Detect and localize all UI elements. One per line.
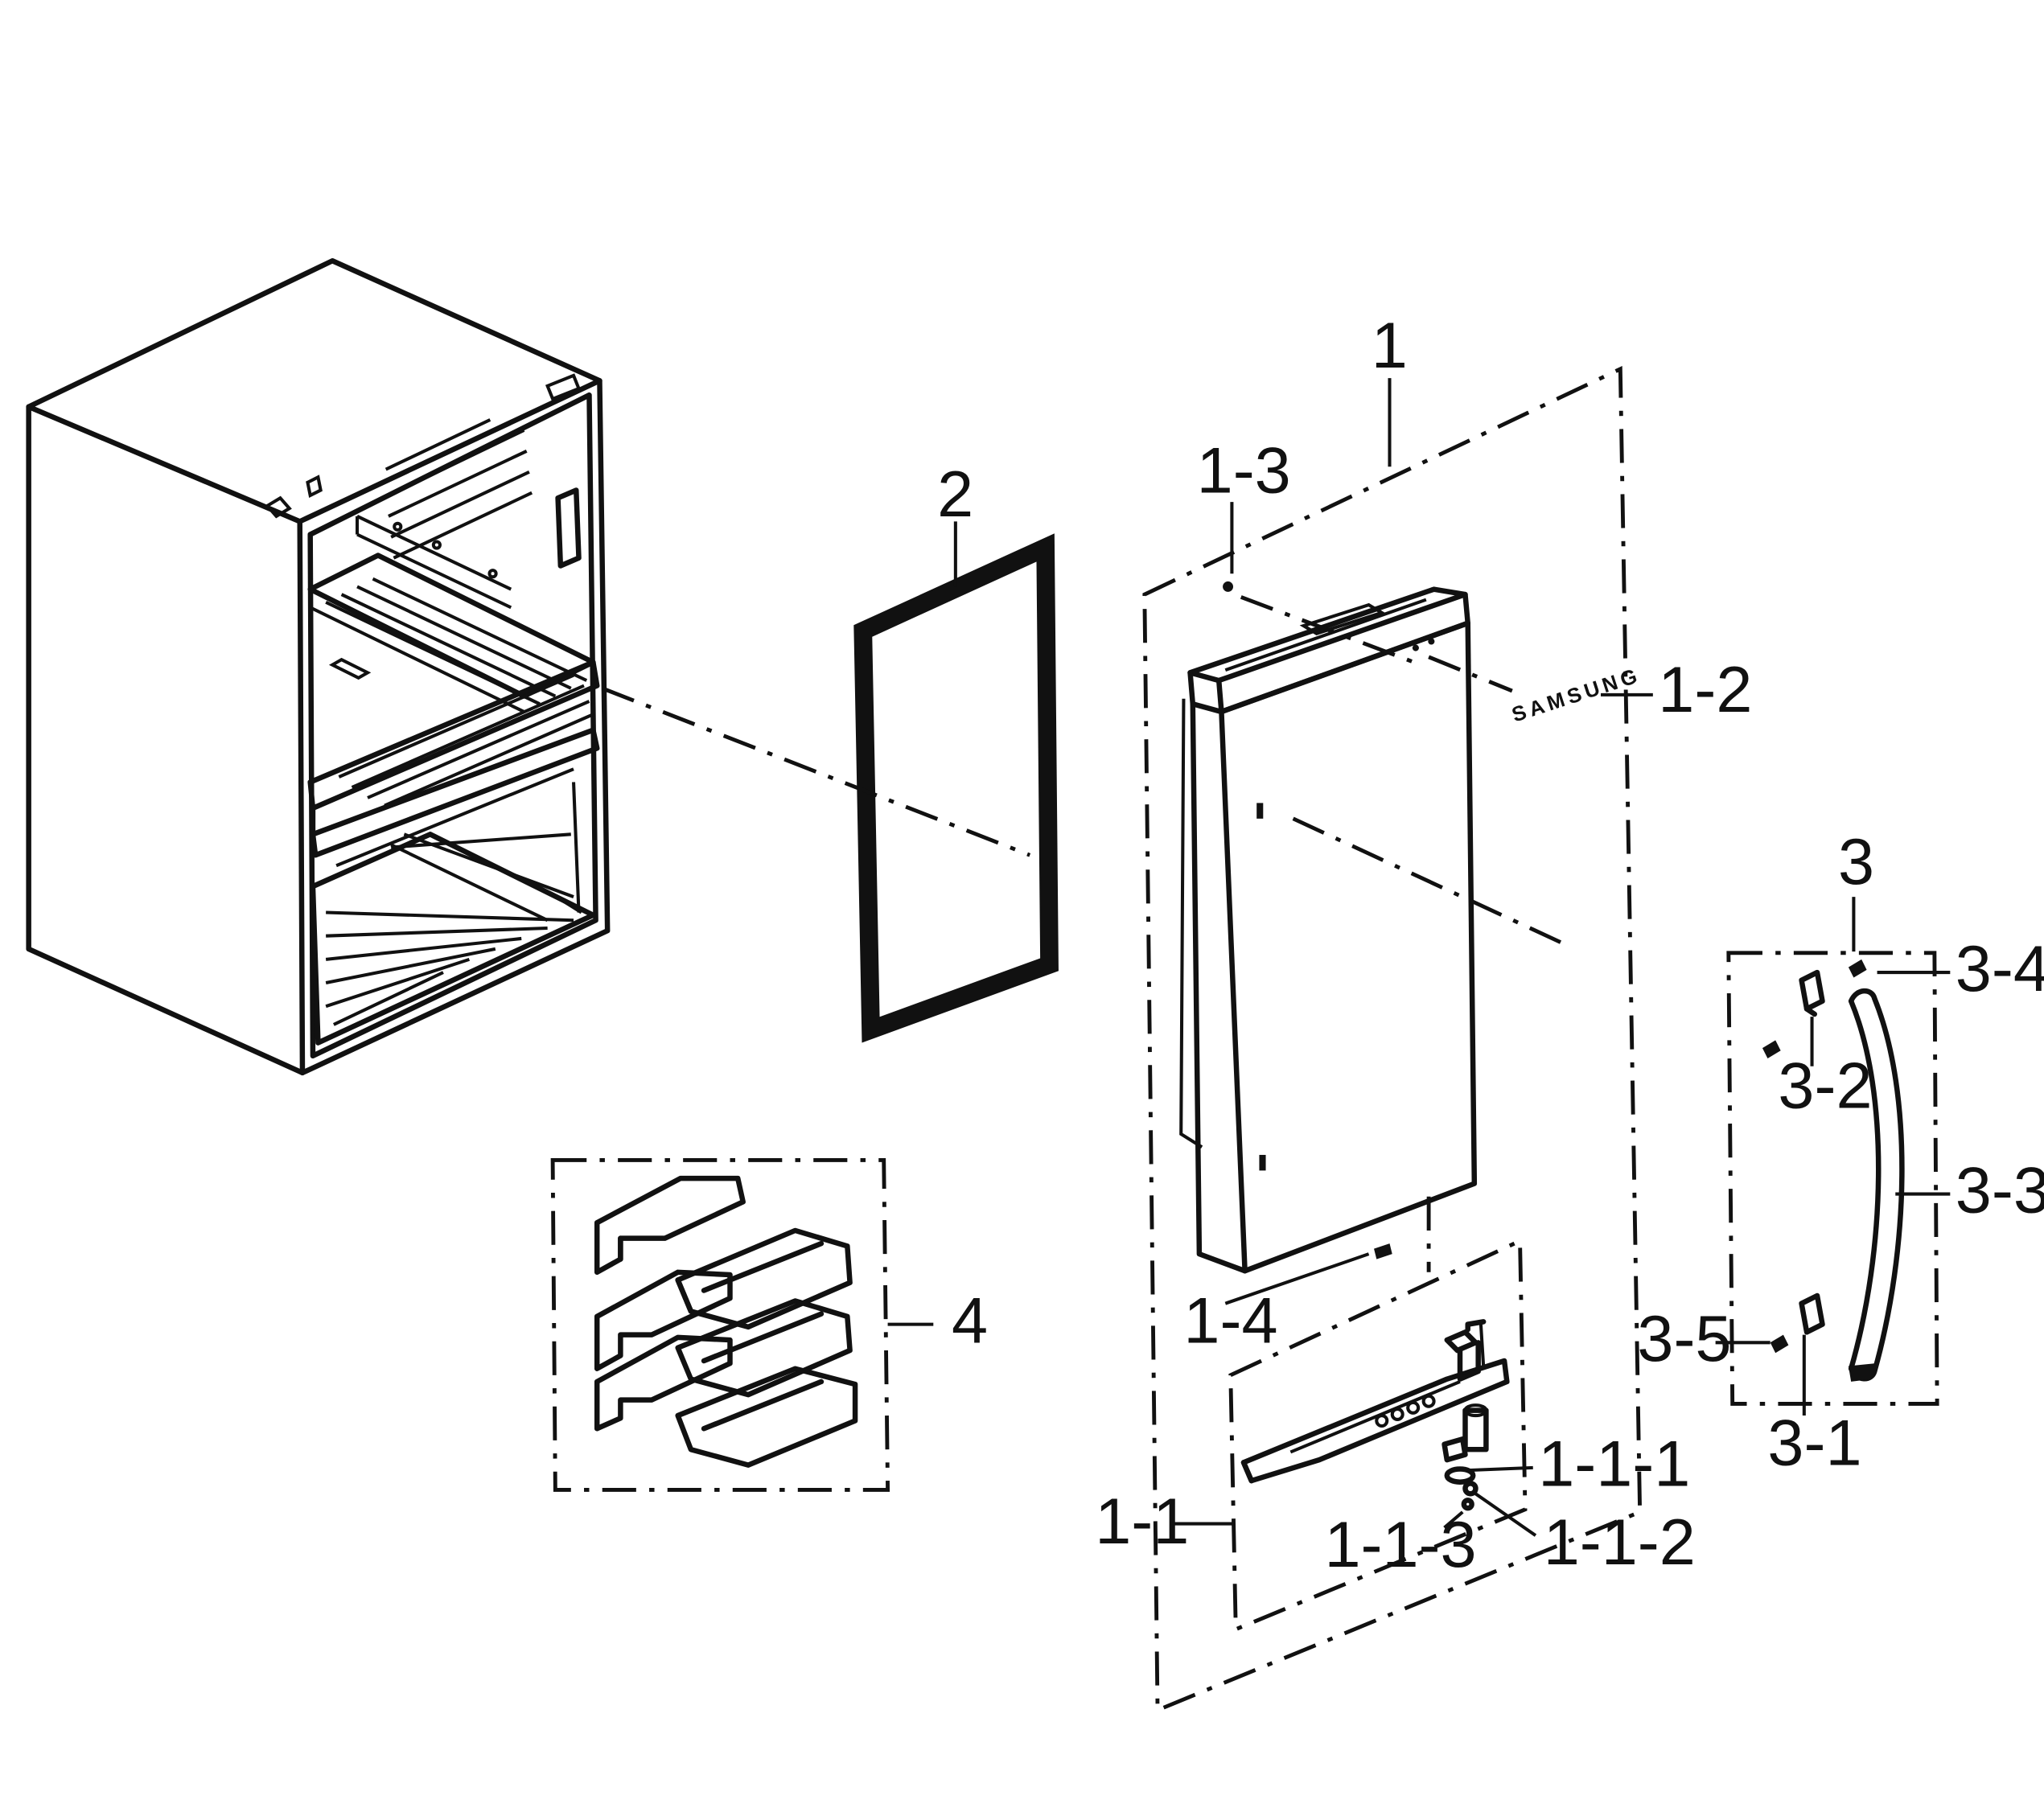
callout-1-2: 1-2 [1658, 654, 1752, 726]
callout-1-1: 1-1 [1095, 1485, 1189, 1558]
refrigerator-cabinet [26, 258, 611, 1076]
callout-3-5: 3-5 [1637, 1303, 1731, 1375]
callout-1: 1 [1372, 310, 1408, 382]
callout-1-4: 1-4 [1183, 1284, 1277, 1357]
door-gasket-part [853, 533, 1059, 1043]
callout-3-2: 3-2 [1778, 1050, 1872, 1123]
callout-1-1-3: 1-1-3 [1324, 1509, 1476, 1581]
callout-3-4: 3-4 [1956, 933, 2044, 1005]
callout-labels: 1 1-3 1-2 2 3 3-4 3-2 3-3 3-5 3-1 4 1-4 … [937, 310, 2044, 1581]
callout-1-1-2: 1-1-2 [1544, 1506, 1696, 1579]
callout-3-3: 3-3 [1956, 1154, 2044, 1227]
callout-leaders [887, 378, 1951, 1537]
lower-hinge-assembly-part [1240, 1319, 1510, 1511]
door-handle-part [1762, 959, 1905, 1382]
callout-3-1: 3-1 [1767, 1407, 1861, 1480]
door-bins-part [594, 1175, 858, 1468]
callout-1-3: 1-3 [1197, 435, 1291, 507]
callout-2: 2 [937, 458, 973, 531]
assembly-outlines [550, 365, 1939, 1713]
refrigerator-door-part [1179, 581, 1478, 1274]
callout-3: 3 [1838, 826, 1874, 898]
callout-4: 4 [952, 1284, 988, 1357]
callout-1-1-1: 1-1-1 [1538, 1428, 1690, 1501]
door-bottom-cap-part [1374, 1243, 1392, 1259]
